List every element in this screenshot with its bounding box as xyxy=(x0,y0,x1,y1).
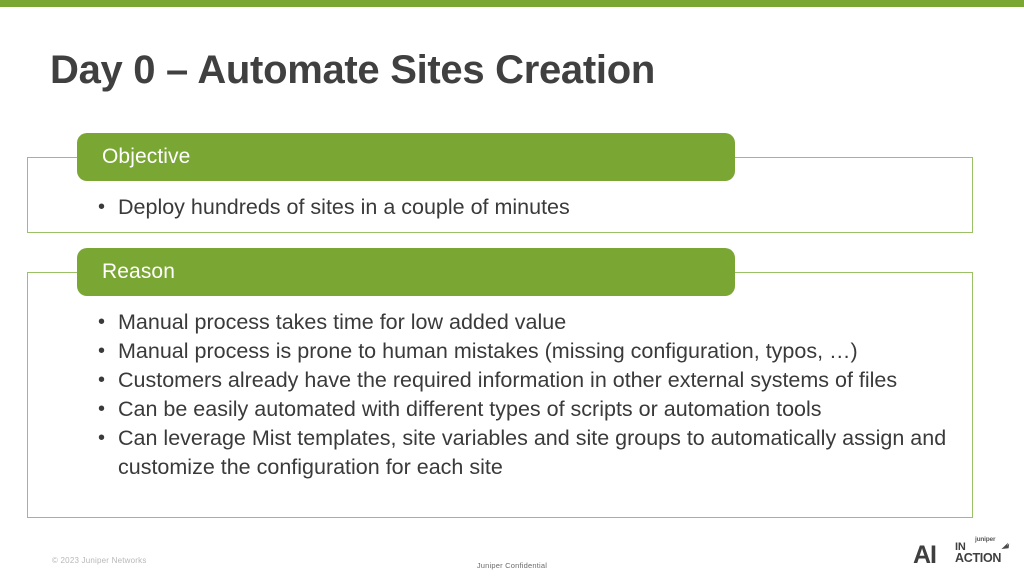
list-item: Deploy hundreds of sites in a couple of … xyxy=(96,193,956,222)
list-item: Customers already have the required info… xyxy=(96,366,956,395)
list-item: Can be easily automated with different t… xyxy=(96,395,956,424)
list-item: Manual process takes time for low added … xyxy=(96,308,956,337)
logo-ai-text: AI xyxy=(913,541,937,569)
reason-panel-header-label: Reason xyxy=(102,260,175,283)
reason-panel-header: Reason xyxy=(77,248,735,296)
footer-confidentiality-notice: Juniper Confidential xyxy=(476,561,548,570)
objective-bullet-list: Deploy hundreds of sites in a couple of … xyxy=(96,193,956,222)
ai-in-action-logo: AI IN ACTION juniper xyxy=(913,536,1011,571)
logo-action-text: ACTION xyxy=(955,551,1002,565)
juniper-wordmark: juniper xyxy=(975,536,996,543)
top-accent-bar xyxy=(0,0,1024,7)
juniper-swoosh-icon xyxy=(1001,538,1010,556)
footer-copyright: © 2023 Juniper Networks xyxy=(52,556,147,565)
objective-panel-header-label: Objective xyxy=(102,145,191,168)
page-title: Day 0 – Automate Sites Creation xyxy=(50,48,655,92)
list-item: Manual process is prone to human mistake… xyxy=(96,337,956,366)
reason-bullet-list: Manual process takes time for low added … xyxy=(96,308,956,482)
logo-in-text: IN xyxy=(955,541,966,553)
objective-panel-header: Objective xyxy=(77,133,735,181)
list-item: Can leverage Mist templates, site variab… xyxy=(96,424,956,482)
logo-text-stack: IN ACTION xyxy=(955,541,1002,565)
